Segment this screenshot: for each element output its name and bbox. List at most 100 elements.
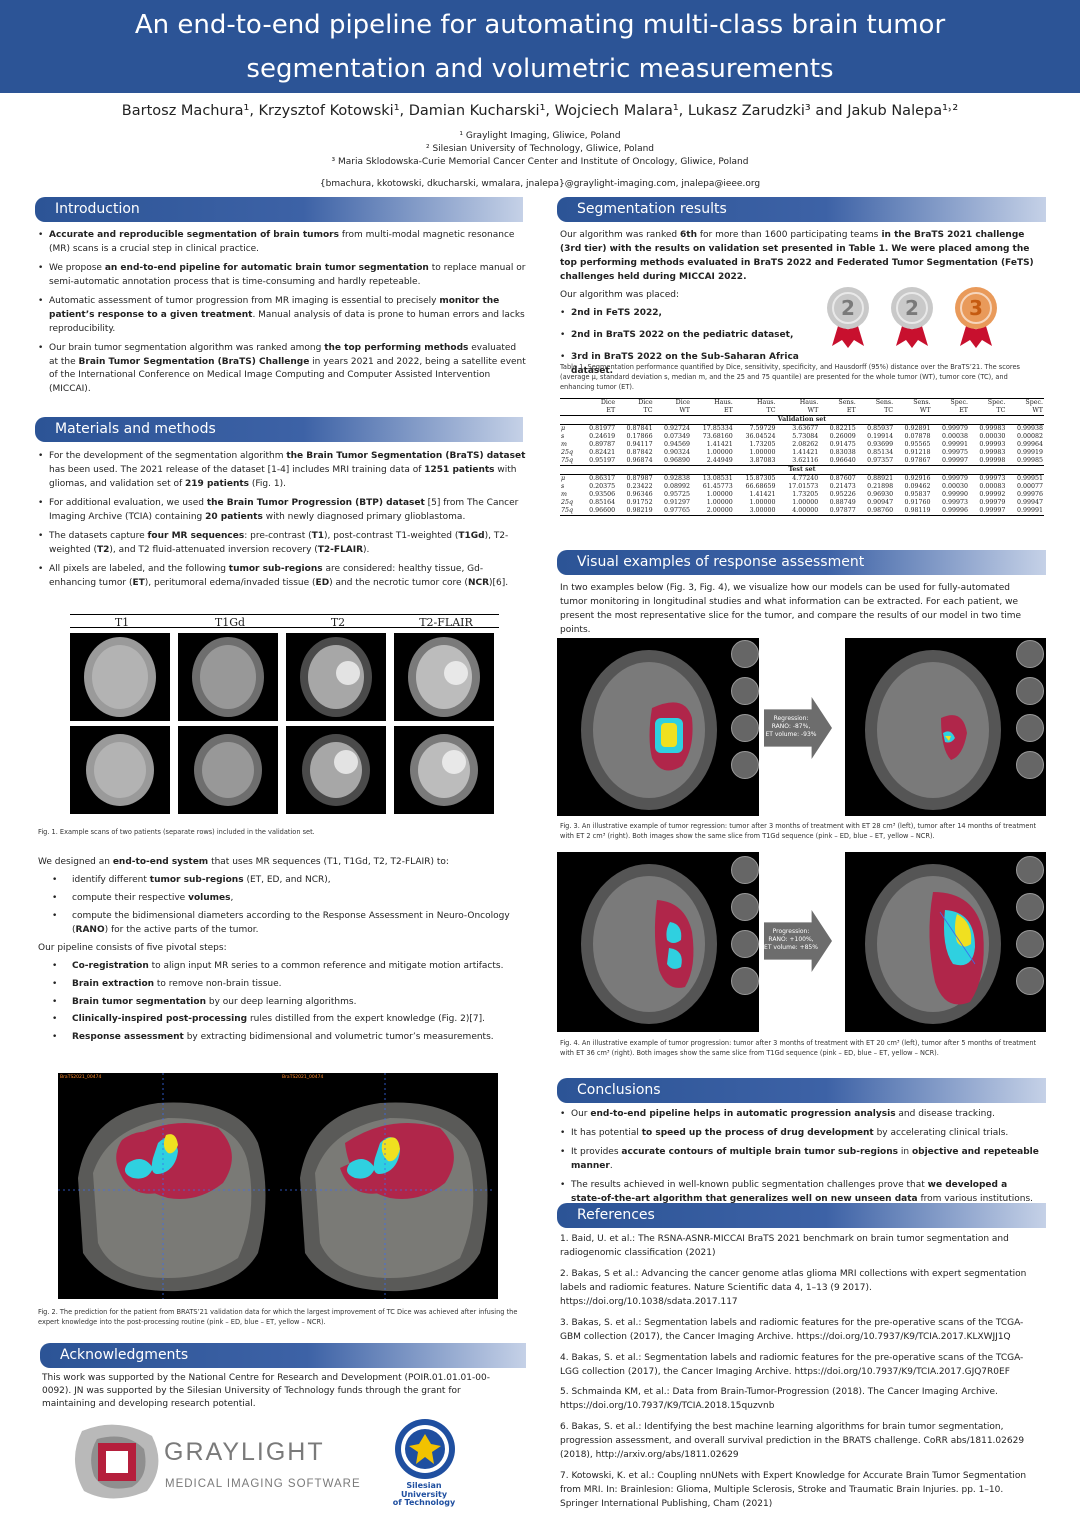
fig4-arrow-line1: Progression: bbox=[772, 928, 810, 935]
table-cell: 0.00083 bbox=[979, 483, 1006, 490]
table-cell: TC bbox=[884, 407, 894, 414]
row-label bbox=[560, 407, 579, 416]
placement-item: 2nd in FeTS 2022, bbox=[560, 307, 820, 321]
pipeline-item: Response assessment by extracting bidime… bbox=[52, 1031, 528, 1045]
table-cell: WT bbox=[919, 407, 931, 414]
table-cell: 0.21473 bbox=[829, 483, 856, 490]
bold-text: Co-registration bbox=[72, 960, 149, 971]
fig3-arrow-line3: ET volume: -93% bbox=[765, 731, 817, 738]
table-cell: 0.99997 bbox=[968, 507, 1007, 516]
table-cell: 1.00000 bbox=[706, 499, 733, 506]
text-run: : pre-contrast ( bbox=[244, 530, 312, 541]
table-cell: TC bbox=[643, 407, 653, 414]
bold-text: an end-to-end pipeline for automatic bra… bbox=[104, 262, 429, 273]
text-run: (ET, ED, and NCR), bbox=[243, 874, 331, 885]
table-cell: ET bbox=[723, 407, 733, 414]
table-cell: 0.00077 bbox=[1016, 483, 1043, 490]
table-cell: 0.92724 bbox=[663, 425, 690, 432]
table-cell: 0.96346 bbox=[626, 491, 653, 498]
text-run: , bbox=[230, 892, 234, 903]
materials-item: All pixels are labeled, and the followin… bbox=[38, 563, 528, 591]
table-cell: 0.88921 bbox=[867, 475, 894, 482]
table-cell: 0.93699 bbox=[867, 441, 894, 448]
row-label: 25q bbox=[561, 449, 574, 456]
text-run: . Manual analysis of data is prone to hu… bbox=[49, 309, 525, 334]
table-cell: 0.99973 bbox=[941, 499, 968, 506]
table-cell: 5.73084 bbox=[792, 433, 819, 440]
visual-header: Visual examples of response assessment bbox=[557, 550, 1046, 575]
segmentation-body: Our algorithm was ranked 6th for more th… bbox=[560, 229, 1040, 386]
table-cell: 17.85334 bbox=[702, 425, 733, 432]
text-run: to align input MR series to a common ref… bbox=[148, 960, 504, 971]
emails: {bmachura, kkotowski, dkucharski, wmalar… bbox=[319, 179, 761, 189]
bold-text: the top performing methods bbox=[324, 342, 469, 353]
table-cell: 0.92891 bbox=[904, 425, 931, 432]
text-run: identify different bbox=[72, 874, 150, 885]
text-run: We designed an bbox=[38, 857, 113, 867]
table-cell: ET bbox=[959, 407, 968, 414]
table-cell: WT bbox=[807, 407, 819, 414]
table-cell: 0.07349 bbox=[663, 433, 690, 440]
table-cell: 0.99993 bbox=[979, 441, 1006, 448]
table-cell: 1.00000 bbox=[706, 449, 733, 456]
pipeline-item: Brain extraction to remove non-brain tis… bbox=[52, 978, 528, 992]
table-cell: 0.98760 bbox=[856, 507, 895, 516]
affiliation-2: ² Silesian University of Technology, Gli… bbox=[425, 144, 654, 154]
bold-text: T2-FLAIR bbox=[317, 544, 364, 555]
table-cell: 2.08262 bbox=[792, 441, 819, 448]
table-cell: 0.92838 bbox=[663, 475, 690, 482]
table-cell: 0.99998 bbox=[979, 457, 1006, 464]
row-label: 25q bbox=[561, 499, 574, 506]
table-cell: 0.95197 bbox=[589, 457, 616, 464]
bold-text: accurate contours of multiple brain tumo… bbox=[621, 1146, 898, 1157]
pipeline-item: Clinically-inspired post-processing rule… bbox=[52, 1013, 528, 1027]
text-run: from multi-modal magnetic resonance (MR)… bbox=[49, 230, 515, 254]
text-run: ). bbox=[363, 544, 370, 555]
placement-text: 3rd in BraTS 2022 on the Sub-Saharan Afr… bbox=[571, 351, 799, 376]
fig1-scan bbox=[394, 726, 494, 814]
text-run: by accelerating clinical trials. bbox=[873, 1127, 1009, 1138]
row-label: s bbox=[561, 483, 565, 490]
table-cell: Haus. bbox=[776, 398, 820, 407]
bold-text: ET bbox=[132, 577, 145, 588]
table-cell: 0.95565 bbox=[904, 441, 931, 448]
pipeline-intro: Our pipeline consists of five pivotal st… bbox=[38, 942, 227, 953]
conclusions-body: Our end-to-end pipeline helps in automat… bbox=[560, 1108, 1040, 1212]
text-run: ), post-contrast T1-weighted ( bbox=[324, 530, 459, 541]
table-cell: 1.00000 bbox=[749, 449, 776, 456]
bold-text: 20 patients bbox=[205, 511, 263, 522]
table-cell: 1.00000 bbox=[749, 499, 776, 506]
conclusion-item: It provides accurate contours of multipl… bbox=[560, 1146, 1040, 1174]
silesian-seal-icon bbox=[395, 1419, 455, 1479]
table-cell: 0.07878 bbox=[904, 433, 931, 440]
table-cell: 0.00038 bbox=[941, 433, 968, 440]
intro-item: Accurate and reproducible segmentation o… bbox=[38, 229, 528, 257]
text-run: compute their respective bbox=[72, 892, 189, 903]
fig1-col-flair: T2-FLAIR bbox=[419, 616, 473, 629]
system-intro: We designed an end-to-end system that us… bbox=[38, 856, 528, 870]
medal-icon: 2 bbox=[826, 286, 870, 348]
table-cell: 36.04524 bbox=[745, 433, 776, 440]
text-run: . bbox=[609, 1160, 613, 1171]
bold-text: RANO bbox=[75, 924, 105, 935]
bold-text: we developed a state-of-the-art algorith… bbox=[571, 1179, 1008, 1204]
table-cell: 0.19914 bbox=[867, 433, 894, 440]
section-label: Test set bbox=[560, 465, 1044, 475]
table-cell: 0.97765 bbox=[653, 507, 691, 516]
placement-text: 2nd in FeTS 2022, bbox=[571, 307, 662, 318]
table-cell: 0.95725 bbox=[663, 491, 690, 498]
system-item: compute the bidimensional diameters acco… bbox=[52, 910, 528, 938]
table-cell: Sens. bbox=[894, 398, 932, 407]
materials-item: For additional evaluation, we used the B… bbox=[38, 497, 528, 525]
table-cell: 0.87987 bbox=[626, 475, 653, 482]
fig4-arrow-line2: RANO: +100%, bbox=[768, 936, 814, 943]
table-cell: 1.41421 bbox=[706, 441, 733, 448]
table-cell: 0.99983 bbox=[979, 425, 1006, 432]
text-run: For the development of the segmentation … bbox=[49, 451, 287, 461]
table-cell: 0.97877 bbox=[819, 507, 857, 516]
fig3-left-thumbs bbox=[731, 640, 761, 788]
fig3-caption: Fig. 3. An illustrative example of tumor… bbox=[560, 822, 1037, 840]
